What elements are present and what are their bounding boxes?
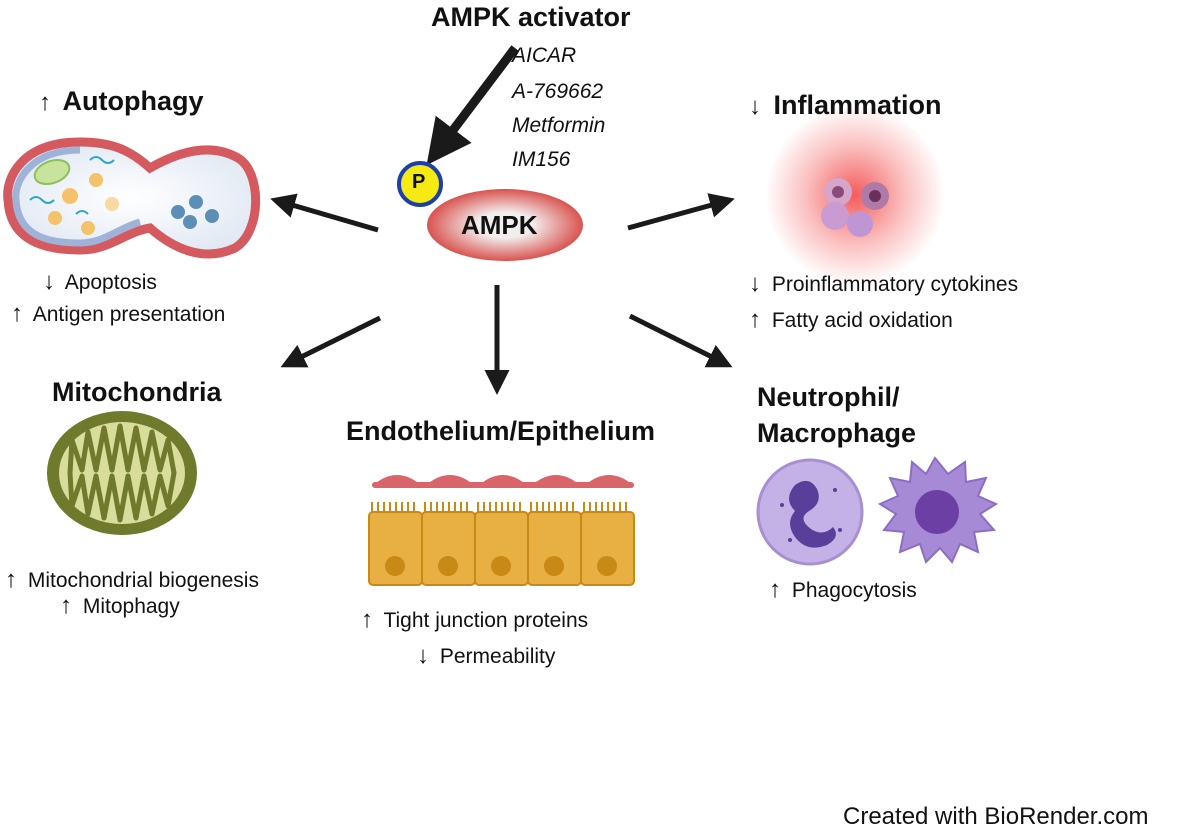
autophagosome-icon xyxy=(3,137,261,259)
activator-arrow xyxy=(426,45,519,166)
effect-permeability: ↓ Permeability xyxy=(412,642,555,670)
drug-im156: IM156 xyxy=(512,148,571,171)
effect-apoptosis: ↓ Apoptosis xyxy=(38,268,157,296)
phosphate-icon xyxy=(397,161,443,207)
mitochondrion-icon xyxy=(47,411,197,535)
drug-metformin: Metformin xyxy=(512,114,606,137)
effect-mitophagy: ↑ Mitophagy xyxy=(55,592,180,620)
effect-antigen-presentation: ↑ Antigen presentation xyxy=(6,300,225,328)
activator-title: AMPK activator xyxy=(431,2,631,32)
arrow-to-immune xyxy=(628,313,733,368)
arrow-to-autophagy xyxy=(270,193,379,233)
arrow-to-inflammation xyxy=(627,193,735,231)
drug-a769662: A-769662 xyxy=(512,80,604,103)
effect-proinflammatory-cytokines: ↓ Proinflammatory cytokines xyxy=(744,270,1018,298)
biorender-credit: Created with BioRender.com xyxy=(843,803,1149,830)
down-arrow-icon: ↓ xyxy=(749,93,761,120)
ampk-node xyxy=(427,189,583,261)
up-arrow-icon: ↑ xyxy=(11,300,23,327)
inflammation-icon xyxy=(765,105,945,285)
effect-mitochondrial-biogenesis: ↑ Mitochondrial biogenesis xyxy=(0,566,259,594)
autophagy-title: ↑ Autophagy xyxy=(34,86,204,117)
up-arrow-icon: ↑ xyxy=(5,566,17,593)
macrophage-icon xyxy=(877,456,999,564)
immune-title-line2: Macrophage xyxy=(757,418,917,448)
arrow-to-mitochondria xyxy=(280,315,382,368)
mitochondria-title: Mitochondria xyxy=(52,377,222,407)
ampk-label: AMPK xyxy=(461,210,538,240)
endothelium-title: Endothelium/Epithelium xyxy=(346,416,655,446)
up-arrow-icon: ↑ xyxy=(769,576,781,603)
down-arrow-icon: ↓ xyxy=(417,642,429,669)
up-arrow-icon: ↑ xyxy=(39,89,51,116)
effect-tight-junction-proteins: ↑ Tight junction proteins xyxy=(356,606,588,634)
up-arrow-icon: ↑ xyxy=(60,592,72,619)
phosphate-label: P xyxy=(412,171,426,193)
down-arrow-icon: ↓ xyxy=(749,270,761,297)
up-arrow-icon: ↑ xyxy=(361,606,373,633)
drug-aicar: AICAR xyxy=(512,44,577,67)
effect-phagocytosis: ↑ Phagocytosis xyxy=(764,576,917,604)
up-arrow-icon: ↑ xyxy=(749,306,761,333)
pathway-arrows xyxy=(270,45,735,395)
inflammation-title: ↓ Inflammation xyxy=(744,90,942,121)
neutrophil-icon xyxy=(756,458,864,566)
endothelium-icon xyxy=(368,475,635,586)
immune-title-line1: Neutrophil/ xyxy=(757,382,900,412)
down-arrow-icon: ↓ xyxy=(43,268,55,295)
effect-fatty-acid-oxidation: ↑ Fatty acid oxidation xyxy=(744,306,953,334)
